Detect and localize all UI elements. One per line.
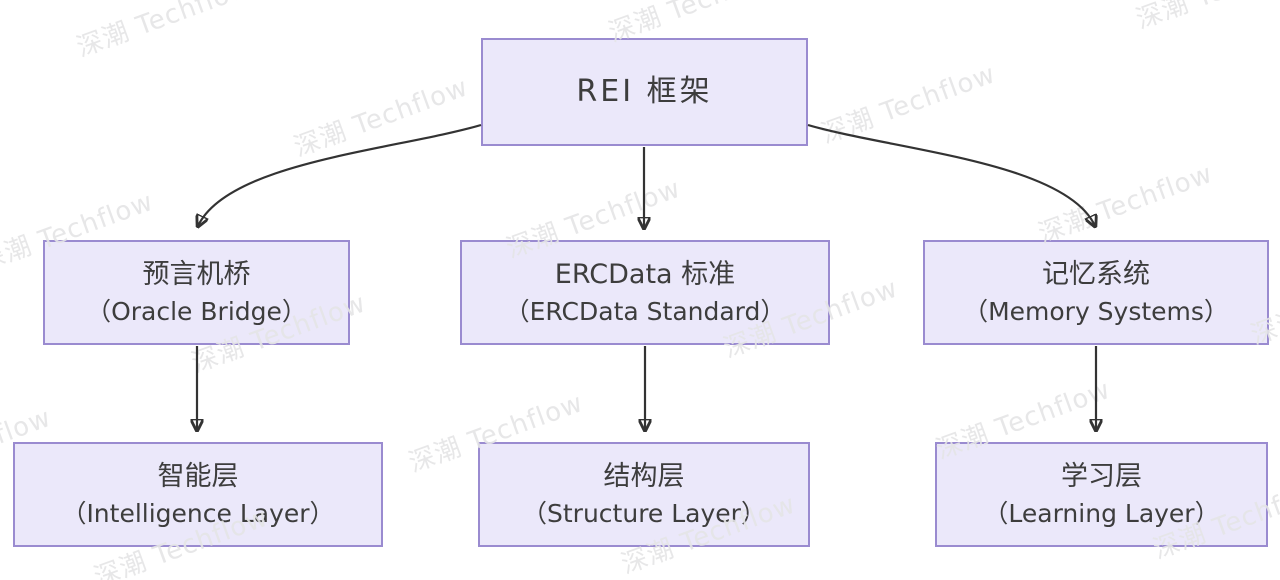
edge-root-memory [807,123,1095,226]
node-label-zh: ERCData 标准 [554,258,736,290]
node-label-zh: REI 框架 [576,74,713,110]
watermark-text: 深潮 Techflow [290,72,473,164]
watermark-text: 深潮 Techflow [72,0,256,64]
node-label-en: （Oracle Bridge） [86,296,307,326]
node-label-zh: 结构层 [603,460,685,492]
node-label-en: （Intelligence Layer） [61,498,335,528]
node-label-en: （Learning Layer） [983,498,1220,528]
node-structure-layer: 结构层 （Structure Layer） [478,442,810,547]
edge-root-oracle [198,123,482,226]
node-ercdata-standard: ERCData 标准 （ERCData Standard） [460,240,830,345]
node-label-en: （Memory Systems） [963,296,1229,326]
node-label-zh: 记忆系统 [1042,258,1150,290]
node-label-zh: 学习层 [1061,460,1142,492]
node-learning-layer: 学习层 （Learning Layer） [935,442,1268,547]
watermark-text: 深潮 Techflow [1034,158,1217,250]
node-rei-framework: REI 框架 [481,38,808,146]
node-memory-systems: 记忆系统 （Memory Systems） [923,240,1269,345]
node-label-zh: 预言机桥 [142,258,251,290]
node-label-zh: 智能层 [157,460,239,492]
node-label-en: （ERCData Standard） [504,296,786,326]
watermark-text: 深潮 Techflow [1130,0,1280,36]
node-label-en: （Structure Layer） [522,498,766,528]
watermark-text: 深潮 Techflow [817,59,1000,150]
node-oracle-bridge: 预言机桥 （Oracle Bridge） [43,240,350,345]
node-intelligence-layer: 智能层 （Intelligence Layer） [13,442,383,547]
